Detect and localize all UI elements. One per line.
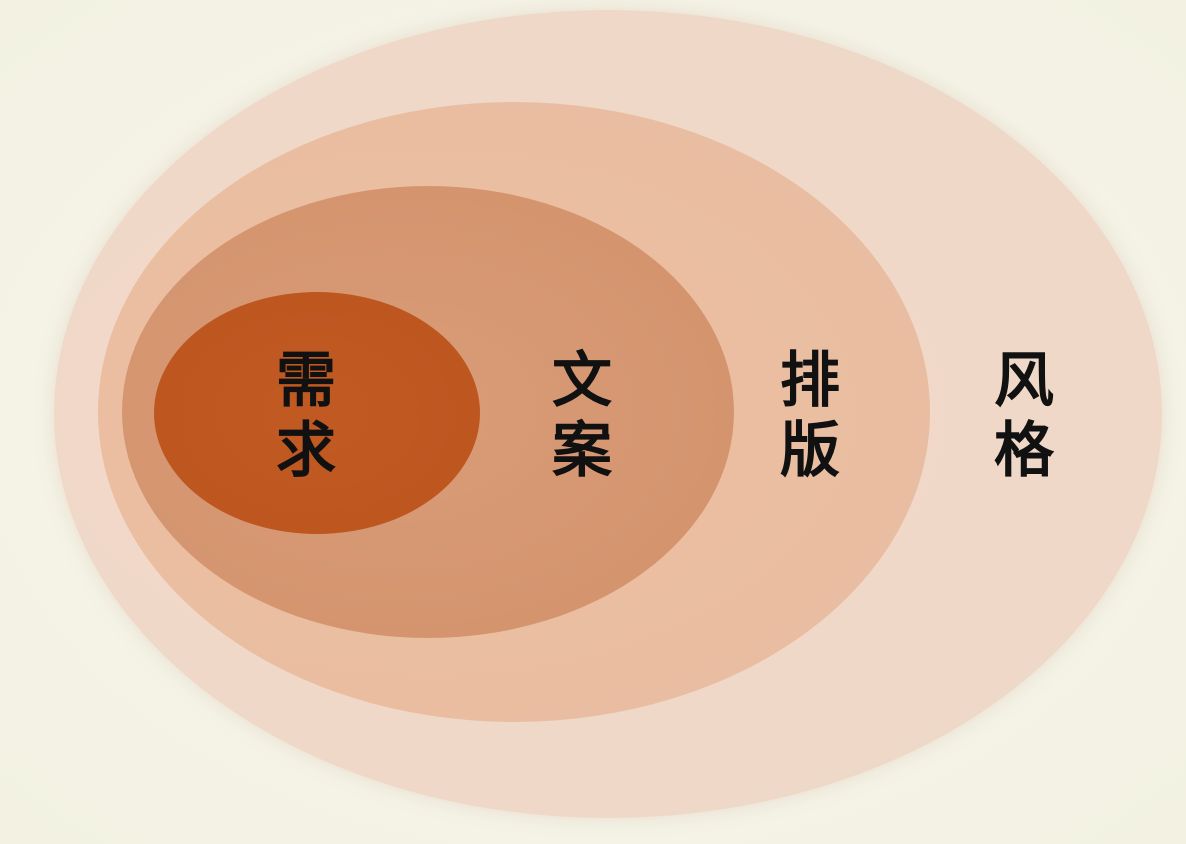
label-layout: 排 版	[780, 346, 840, 486]
label-style: 风 格	[994, 346, 1054, 486]
label-needs: 需 求	[276, 346, 336, 486]
label-copy: 文 案	[552, 346, 612, 486]
ellipse-needs-layer	[154, 292, 480, 534]
